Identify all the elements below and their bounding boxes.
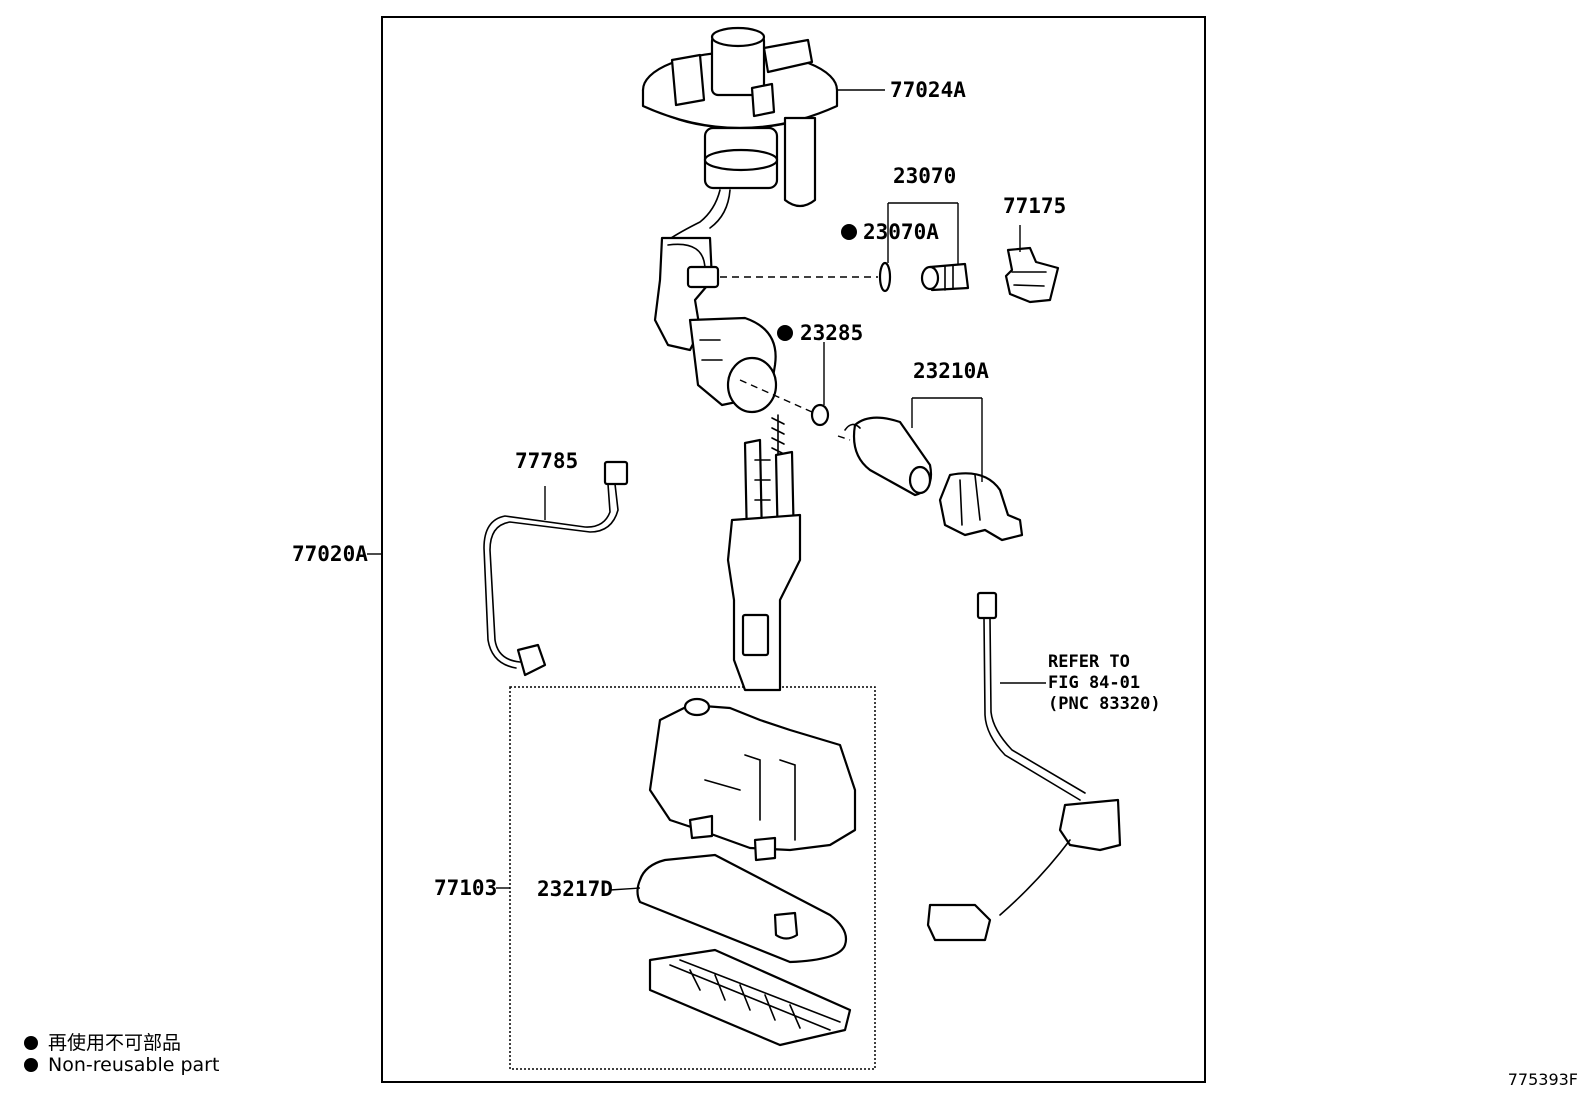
figure-id: 775393F — [1507, 1070, 1578, 1089]
legend-english: Non-reusable part — [24, 1054, 219, 1076]
label-77785: 77785 — [515, 449, 578, 473]
label-77103: 77103 — [434, 876, 497, 900]
label-23217D: 23217D — [537, 877, 613, 901]
label-23210A: 23210A — [913, 359, 989, 383]
clip-77175-drawing — [1004, 246, 1060, 304]
label-77020A: 77020A — [292, 542, 368, 566]
fuel-pump-23210A-drawing — [844, 416, 1024, 542]
label-23070: 23070 — [893, 164, 956, 188]
label-77024A: 77024A — [890, 78, 966, 102]
bullet-icon — [24, 1058, 38, 1072]
refer-note-line3: (PNC 83320) — [1048, 694, 1161, 714]
o-ring-23285-drawing — [810, 403, 830, 427]
legend-japanese: 再使用不可部品 — [24, 1028, 181, 1055]
non-reusable-marker-23070A — [841, 224, 857, 240]
sender-bracket-drawing — [726, 414, 802, 692]
fitting-23070-drawing — [920, 262, 970, 292]
refer-note-line1: REFER TO — [1048, 652, 1130, 672]
pump-body-drawing — [653, 236, 778, 414]
label-23285: 23285 — [800, 321, 863, 345]
bullet-icon — [24, 1036, 38, 1050]
label-77175: 77175 — [1003, 194, 1066, 218]
non-reusable-marker-23285 — [777, 325, 793, 341]
flange-assembly-drawing — [641, 26, 839, 241]
sub-assembly-frame — [509, 686, 876, 1070]
label-23070A: 23070A — [863, 220, 939, 244]
wire-harness-77785-drawing — [483, 460, 629, 677]
refer-note-line2: FIG 84-01 — [1048, 673, 1140, 693]
o-ring-23070A-drawing — [878, 261, 892, 293]
filter-case-77103-drawing — [636, 697, 857, 1047]
legend-english-text: Non-reusable part — [48, 1054, 220, 1076]
legend-japanese-text: 再使用不可部品 — [48, 1032, 182, 1054]
sender-gauge-drawing — [926, 591, 1122, 942]
assembly-frame — [381, 16, 1206, 1083]
